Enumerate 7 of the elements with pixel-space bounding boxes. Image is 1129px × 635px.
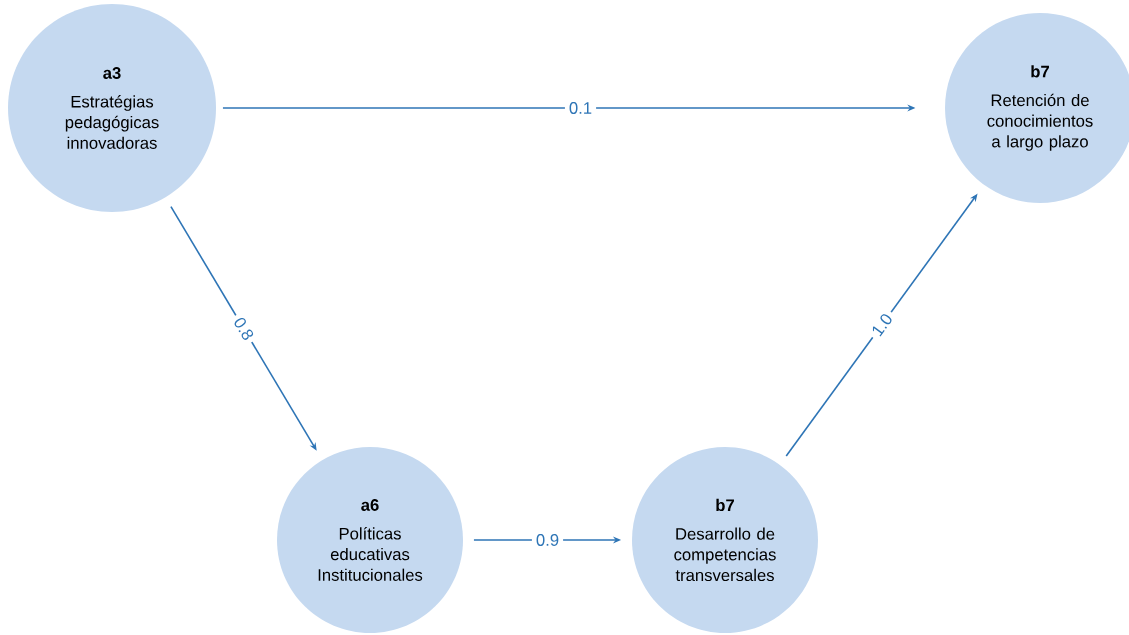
circle-node: a6 Políticas educativas Institucionales (277, 447, 463, 633)
circle-node: b7 Desarrollo de competencias transversales (632, 447, 818, 633)
edge-label: 0.8 (227, 310, 261, 348)
circle-node: a3 Estratégias pedagógicas innovadoras (8, 4, 216, 212)
edge-label: 0.9 (531, 530, 564, 550)
edge-label: 0.1 (564, 98, 597, 118)
edge-label: 1.0 (864, 306, 900, 344)
